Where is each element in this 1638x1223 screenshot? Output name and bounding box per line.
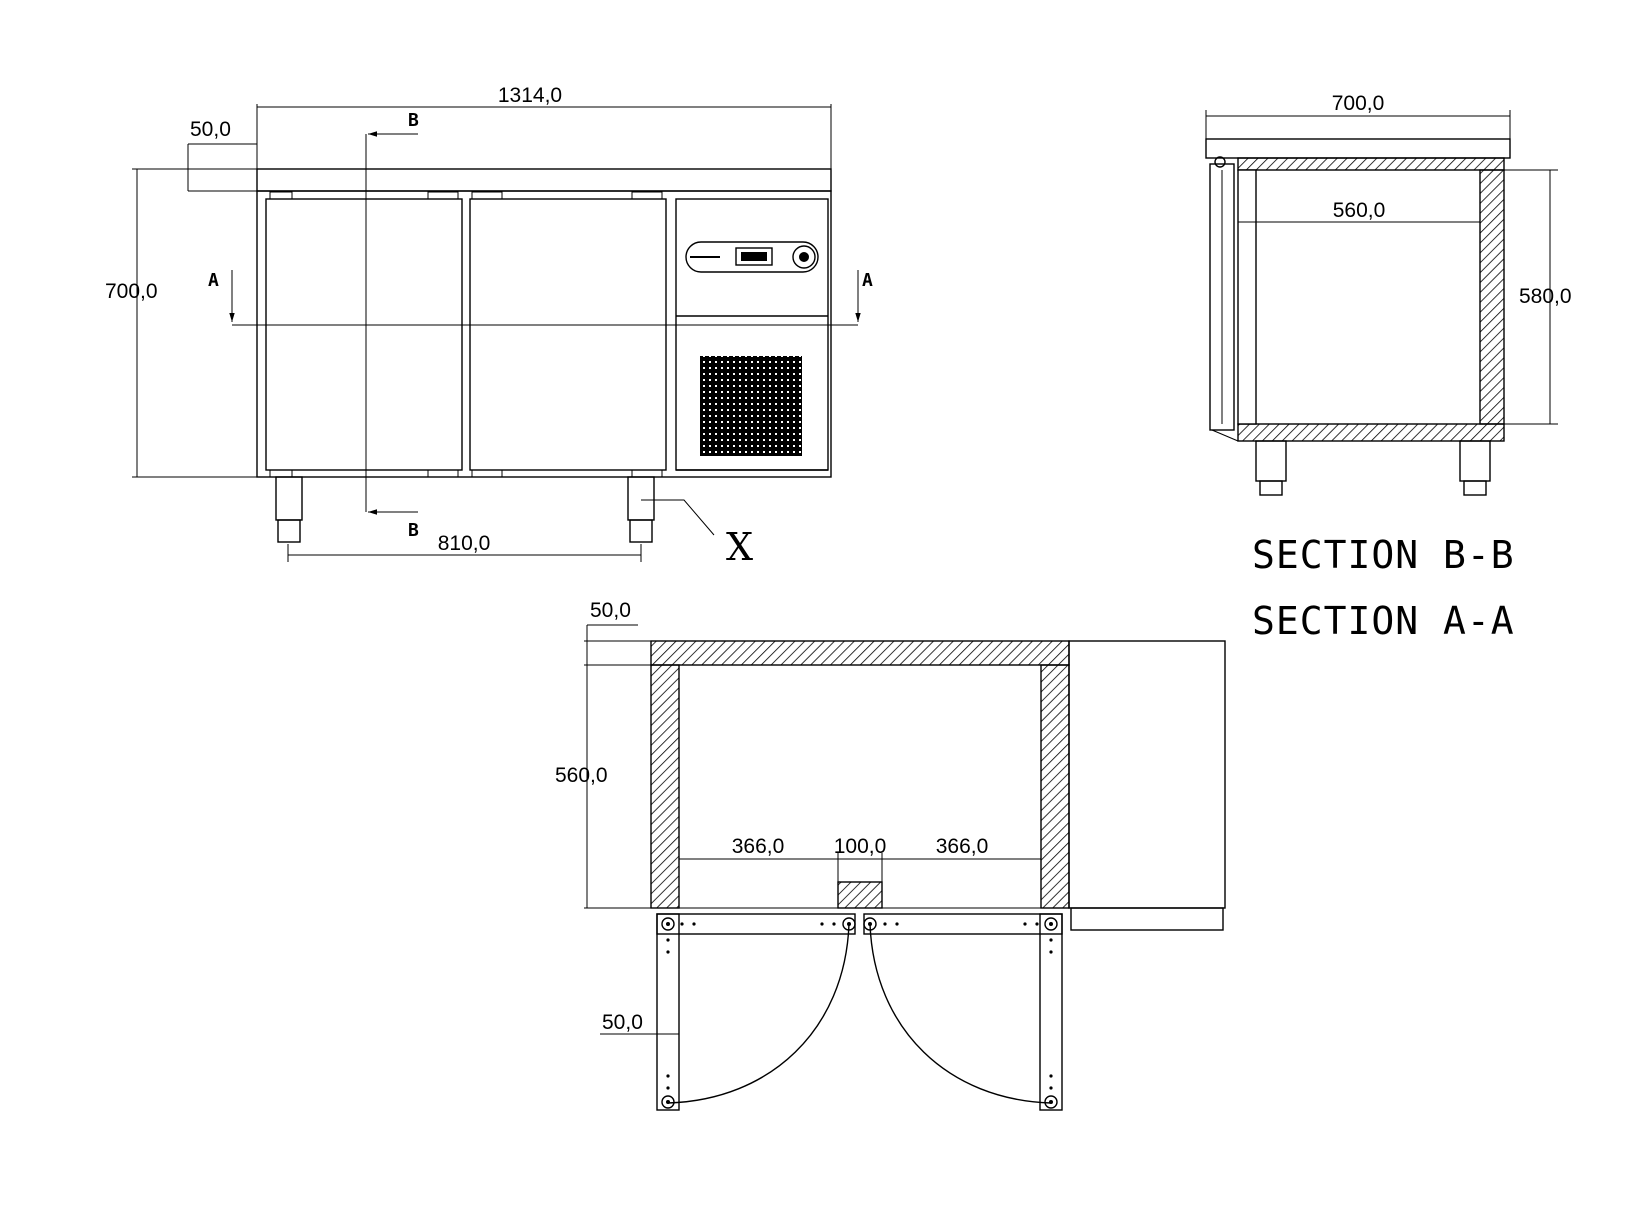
aa-door-right-open xyxy=(1039,913,1063,1111)
door-right xyxy=(469,198,667,471)
cabinet-body xyxy=(256,190,832,478)
worktop xyxy=(256,168,832,192)
aa-machine-compartment xyxy=(1068,640,1226,909)
section-bb-title: SECTION B-B xyxy=(1252,533,1515,577)
section-aa-title: SECTION A-A xyxy=(1252,599,1515,643)
aa-dim-inner-depth: 560,0 xyxy=(555,764,608,787)
power-knob-icon xyxy=(792,245,816,269)
aa-swing-arc-left xyxy=(667,923,850,1104)
aa-dim-top-wall: 50,0 xyxy=(590,599,631,622)
aa-dim-left-opening: 366,0 xyxy=(732,835,785,858)
sb-door xyxy=(1209,163,1235,431)
door-left xyxy=(265,198,463,471)
aa-door-left-rail xyxy=(656,913,856,935)
aa-top-wall xyxy=(650,640,1070,666)
sb-dim-depth: 700,0 xyxy=(1332,92,1385,115)
section-bb-view: 700,0 560,0 580,0 SECTION B-B xyxy=(1205,92,1572,577)
dim-leg-spacing: 810,0 xyxy=(438,532,491,555)
control-panel xyxy=(685,241,819,273)
door-hinges xyxy=(269,191,663,478)
dim-height: 700,0 xyxy=(105,280,158,303)
detail-mark: X xyxy=(726,525,753,569)
dim-overhang: 50,0 xyxy=(190,118,231,141)
aa-dim-right-opening: 366,0 xyxy=(936,835,989,858)
aa-swing-arc-right xyxy=(869,923,1052,1104)
sb-worktop xyxy=(1205,138,1511,159)
display-icon xyxy=(735,247,773,266)
mark-b-bottom: B xyxy=(408,520,419,541)
mark-a-left: A xyxy=(208,270,219,291)
aa-left-wall xyxy=(650,664,680,909)
front-view: 1314,0 50,0 700,0 810,0 A A B B X xyxy=(105,84,873,569)
detail-leader xyxy=(641,499,715,536)
legs xyxy=(275,476,655,543)
mark-a-right: A xyxy=(862,270,873,291)
aa-door-right-rail xyxy=(863,913,1063,935)
aa-dim-mullion: 100,0 xyxy=(834,835,887,858)
ventilation-grille xyxy=(700,356,802,456)
aa-door-left-open xyxy=(656,913,680,1111)
sb-dim-inner-depth: 560,0 xyxy=(1333,199,1386,222)
sb-dim-inner-height: 580,0 xyxy=(1519,285,1572,308)
aa-mullion xyxy=(837,881,883,909)
aa-right-wall xyxy=(1040,664,1070,909)
aa-dim-door-thickness: 50,0 xyxy=(602,1011,643,1034)
mark-b-top: B xyxy=(408,110,419,131)
dim-width: 1314,0 xyxy=(498,84,562,107)
section-aa-view: 50,0 560,0 366,0 100,0 366,0 50,0 xyxy=(555,599,1226,1111)
